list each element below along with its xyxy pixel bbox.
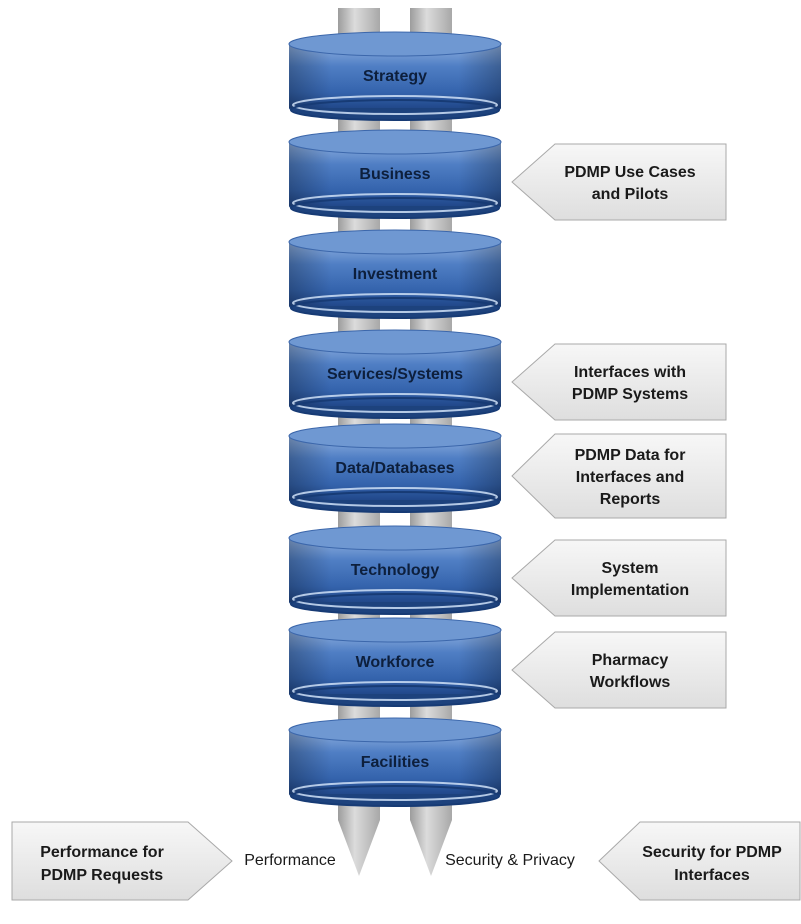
layer-ring-data-databases: Data/Databases xyxy=(288,423,502,513)
callout-business-line-2: and Pilots xyxy=(592,186,669,203)
callout-workforce-line-2: Workflows xyxy=(590,674,671,691)
layer-label-technology: Technology xyxy=(351,562,440,579)
pillar-right-arrow xyxy=(410,820,452,876)
pillar-right-label: Security & Privacy xyxy=(445,852,575,869)
pillar-left-label: Performance xyxy=(244,852,336,869)
layer-ring-business: Business xyxy=(288,129,502,219)
layer-ring-strategy: Strategy xyxy=(288,31,502,121)
layer-label-workforce: Workforce xyxy=(356,654,435,671)
layer-label-investment: Investment xyxy=(353,266,438,283)
callout-services-systems-line-1: Interfaces with xyxy=(574,364,686,381)
bottom-right-callout: Security for PDMP Interfaces xyxy=(598,821,801,901)
callout-data-databases-line-3: Reports xyxy=(600,491,661,508)
pillar-left-arrow xyxy=(338,820,380,876)
bottom-left-callout: Performance for PDMP Requests xyxy=(11,821,233,901)
bottom-left-callout-line-1: Performance for xyxy=(40,844,164,861)
callout-data-databases-line-2: Interfaces and xyxy=(576,469,684,486)
layer-ring-technology: Technology xyxy=(288,525,502,615)
callout-workforce-line-1: Pharmacy xyxy=(592,652,669,669)
bottom-right-callout-line-2: Interfaces xyxy=(674,867,750,884)
layer-rings: StrategyBusinessInvestmentServices/Syste… xyxy=(288,31,502,807)
layer-label-business: Business xyxy=(359,166,430,183)
callout-business-line-1: PDMP Use Cases xyxy=(564,164,695,181)
callout-services-systems-line-2: PDMP Systems xyxy=(572,386,688,403)
bottom-right-callout-line-1: Security for PDMP xyxy=(642,844,782,861)
layer-label-strategy: Strategy xyxy=(363,68,427,85)
layer-label-services-systems: Services/Systems xyxy=(327,366,463,383)
callout-technology-line-2: Implementation xyxy=(571,582,689,599)
layer-ring-investment: Investment xyxy=(288,229,502,319)
callout-business: PDMP Use Cases and Pilots xyxy=(511,143,727,221)
callout-technology-line-1: System xyxy=(602,560,659,577)
layer-ring-services-systems: Services/Systems xyxy=(288,329,502,419)
layer-ring-workforce: Workforce xyxy=(288,617,502,707)
bottom-left-callout-line-2: PDMP Requests xyxy=(41,867,164,884)
layer-ring-facilities: Facilities xyxy=(288,717,502,807)
layer-label-facilities: Facilities xyxy=(361,754,430,771)
layer-label-data-databases: Data/Databases xyxy=(335,460,454,477)
callout-data-databases-line-1: PDMP Data for xyxy=(575,447,686,464)
